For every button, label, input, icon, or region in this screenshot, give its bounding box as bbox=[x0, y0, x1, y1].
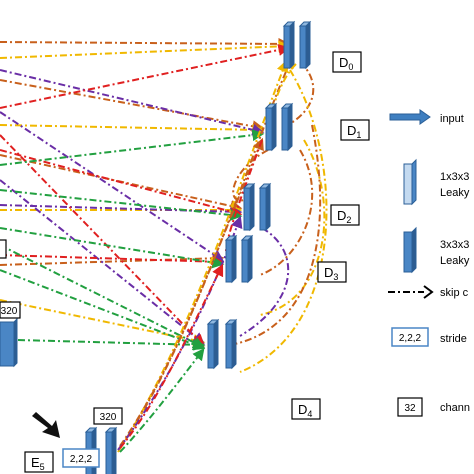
light-block-icon bbox=[403, 163, 413, 205]
encoder-label-e5: E5 bbox=[24, 451, 54, 473]
stride-badge-e5: 2,2,2 bbox=[62, 448, 100, 468]
skip-line-orange-d3 bbox=[0, 252, 225, 266]
skip-connections bbox=[0, 37, 328, 453]
legend-conv1: 1x3x3 Leaky bbox=[403, 158, 470, 206]
cropped-left-box bbox=[0, 239, 7, 259]
svg-text:skip c: skip c bbox=[440, 287, 469, 299]
svg-text:chann: chann bbox=[440, 402, 470, 414]
skip-line-green-d4a bbox=[0, 244, 206, 349]
skip-line-e5-green-d4 bbox=[119, 348, 205, 453]
decoder-block-d4 bbox=[206, 318, 238, 370]
decoder-label-d0: D0 bbox=[332, 51, 362, 73]
channel-badge-left: 320 bbox=[0, 301, 21, 319]
decoder-loop-orange-3 bbox=[229, 124, 322, 346]
skip-line-red-d3 bbox=[0, 254, 225, 268]
skip-line-red-d0 bbox=[0, 44, 291, 109]
skip-line-gold-d1 bbox=[0, 123, 265, 136]
skip-line-purple-d4 bbox=[0, 179, 205, 345]
legend: input 1x3x3 Leaky 3x3x3 Leaky skip c 2,2… bbox=[388, 109, 470, 417]
skip-line-orange-d0 bbox=[0, 37, 291, 50]
legend-conv3: 3x3x3 Leaky bbox=[403, 226, 470, 274]
decoder-label-d3: D3 bbox=[317, 261, 347, 283]
svg-text:input: input bbox=[440, 113, 464, 125]
skip-line-gold-d0 bbox=[0, 40, 291, 59]
skip-line-e5-gold-d0 bbox=[117, 59, 289, 453]
skip-line-green-d2 bbox=[0, 189, 243, 221]
svg-text:2,2,2: 2,2,2 bbox=[70, 454, 93, 465]
skip-line-purple-d3 bbox=[0, 111, 224, 262]
legend-skip: skip c bbox=[388, 285, 469, 299]
decoder-loop-orange-4 bbox=[232, 149, 269, 202]
decoder-label-d1: D1 bbox=[340, 119, 370, 141]
svg-text:3x3x3: 3x3x3 bbox=[440, 239, 469, 251]
svg-text:32: 32 bbox=[404, 403, 416, 414]
channel-badge-e5: 320 bbox=[93, 407, 123, 425]
svg-text:stride: stride bbox=[440, 333, 467, 345]
decoder-loop-orange-2 bbox=[259, 149, 314, 276]
svg-text:Leaky: Leaky bbox=[440, 255, 470, 267]
legend-input: input bbox=[389, 109, 464, 125]
decoder-label-d4: D4 bbox=[291, 398, 321, 420]
decoder-label-d2: D2 bbox=[330, 204, 360, 226]
decoder-loop-gold-1 bbox=[267, 63, 297, 119]
svg-text:D3: D3 bbox=[324, 265, 338, 282]
decoder-block-d0 bbox=[282, 20, 312, 70]
skip-line-green-d4c bbox=[0, 269, 206, 351]
skip-line-e5-orange-d1 bbox=[119, 137, 264, 447]
svg-text:D2: D2 bbox=[337, 208, 351, 225]
decoder-block-d3 bbox=[224, 234, 254, 284]
decoder-loop-red-1 bbox=[224, 139, 263, 255]
pointer-arrow-icon bbox=[32, 412, 60, 438]
decoder-blocks bbox=[0, 20, 312, 474]
decoder-block-d1 bbox=[264, 102, 294, 152]
skip-line-purple-d1 bbox=[0, 69, 265, 136]
legend-stride: 2,2,2 stride bbox=[391, 327, 467, 347]
dark-block-icon bbox=[403, 231, 413, 273]
encoder-block-left-partial bbox=[0, 317, 18, 368]
decoder-loop-gold-3 bbox=[239, 69, 328, 373]
svg-text:D1: D1 bbox=[347, 123, 361, 140]
svg-text:320: 320 bbox=[100, 412, 117, 423]
svg-text:320: 320 bbox=[1, 306, 18, 317]
skip-line-red-d4 bbox=[0, 134, 205, 347]
legend-channel: 32 chann bbox=[397, 397, 470, 417]
skip-line-orange-d1 bbox=[0, 79, 265, 133]
svg-text:D4: D4 bbox=[298, 402, 312, 419]
input-arrow-icon bbox=[389, 109, 431, 125]
decoder-loop-gold-2 bbox=[259, 139, 326, 316]
svg-text:2,2,2: 2,2,2 bbox=[399, 333, 422, 344]
svg-text:1x3x3: 1x3x3 bbox=[440, 171, 469, 183]
svg-text:E5: E5 bbox=[31, 455, 45, 472]
skip-line-green-d4b bbox=[17, 338, 206, 351]
skip-line-green-d1 bbox=[0, 129, 265, 166]
decoder-block-d2 bbox=[242, 182, 272, 232]
skip-line-gold-d4 bbox=[0, 299, 206, 346]
svg-text:D0: D0 bbox=[339, 55, 353, 72]
skip-line-red-d2 bbox=[0, 149, 243, 218]
svg-text:Leaky: Leaky bbox=[440, 187, 470, 199]
skip-line-e5-red-d3 bbox=[119, 263, 224, 449]
